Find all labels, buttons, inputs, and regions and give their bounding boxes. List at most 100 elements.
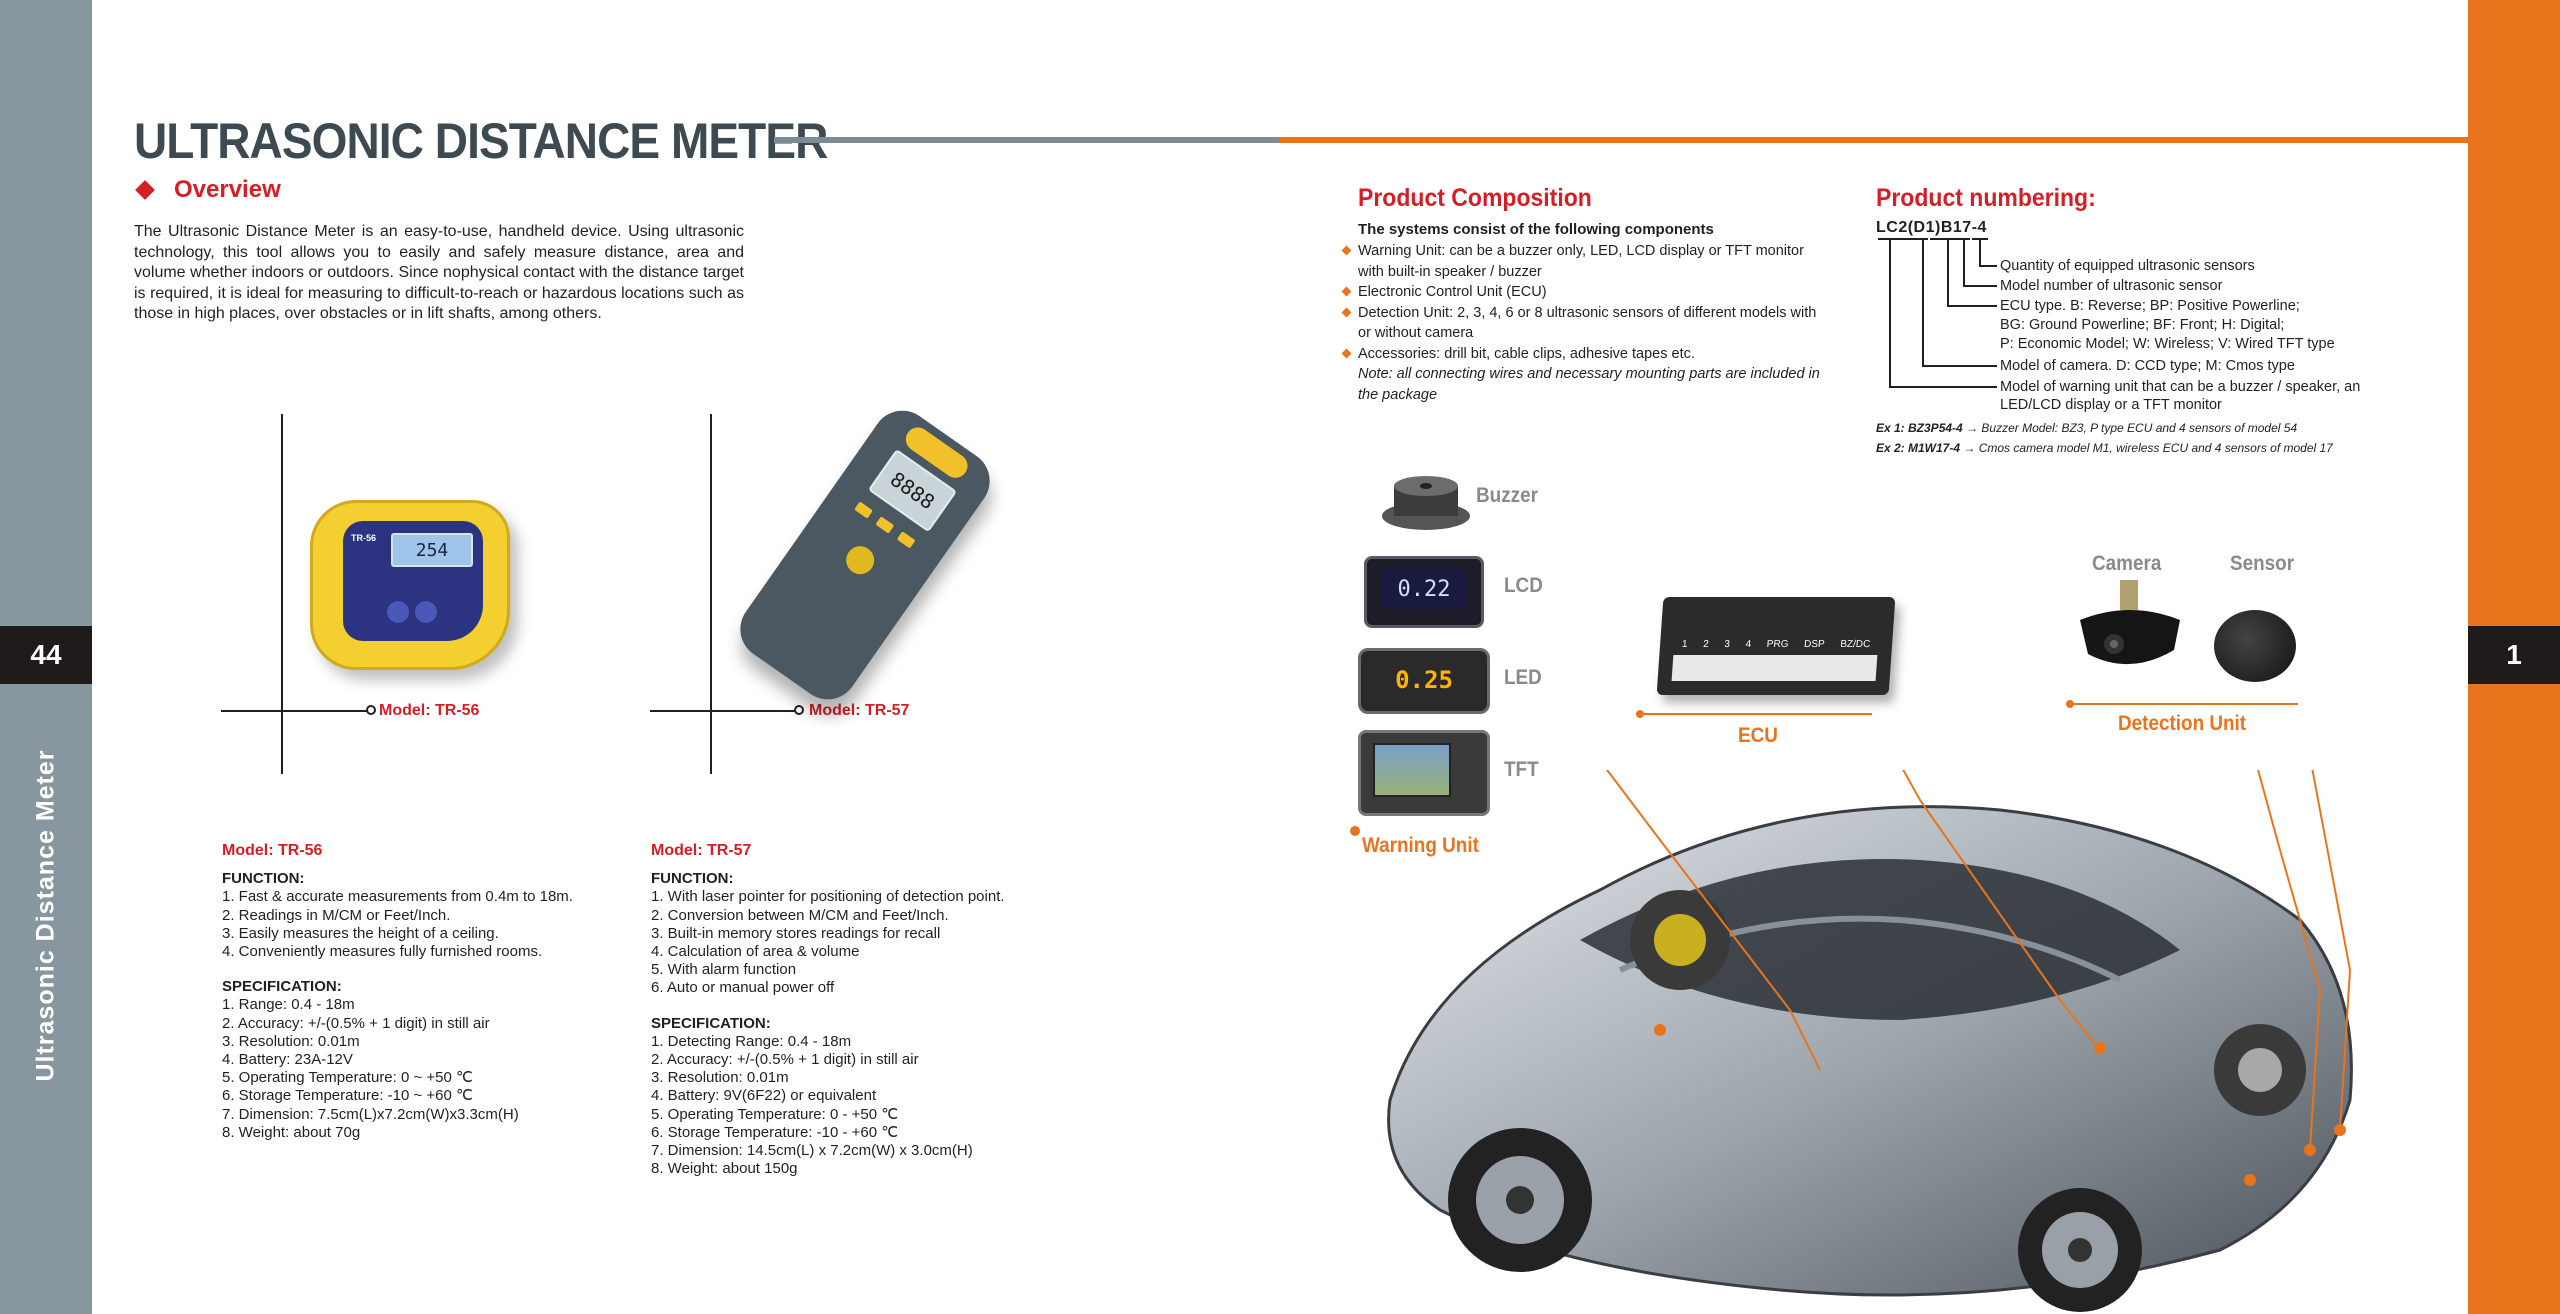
camera-label: Camera [2092,552,2162,575]
pn-connector [1922,238,1924,366]
ecu-leader-line [1642,713,1872,715]
detection-unit-label: Detection Unit [2118,712,2247,735]
buzzer-image [1382,476,1470,530]
list-item: Detection Unit: 2, 3, 4, 6 or 8 ultrason… [1340,303,1830,344]
page-title: ULTRASONIC DISTANCE METER [134,113,828,169]
list-item: Accessories: drill bit, cable clips, adh… [1340,344,1830,365]
arrow-right-icon: → [1966,421,1979,435]
tft-label: TFT [1504,758,1539,781]
pn-bracket [1896,238,1928,240]
ecu-port-label: BZ/DC [1839,639,1871,650]
tr56-device-label: TR-56 [351,533,377,543]
product-numbering-title: Product numbering: [1876,184,2096,212]
led-display-image: 0.25 [1358,648,1490,714]
ecu-port-label: PRG [1766,639,1789,650]
diamond-bullet-icon [135,180,155,200]
ecu-port-label: 4 [1745,639,1752,650]
pn-item: BG: Ground Powerline; BF: Front; H: Digi… [2000,317,2285,333]
warning-unit-dot [1350,826,1360,836]
pn-connector [1922,365,1997,367]
tr57-device-body: 8888 [728,398,1002,712]
tr56-axis-vertical [281,414,283,774]
tr57-round-button [840,540,880,580]
example-code: Ex 2: M1W17-4 [1876,441,1961,455]
pn-item: Model number of ultrasonic sensor [2000,278,2223,294]
tr56-leader-dot [366,705,376,715]
overview-heading: Overview [134,176,281,204]
sensor-label: Sensor [2230,552,2295,575]
list-item: 2. Readings in M/CM or Feet/Inch. [222,906,451,924]
side-title-text: Ultrasonic Distance Meter [31,748,60,1082]
pn-connector [1963,285,1997,287]
product-composition-title: Product Composition [1358,184,1592,212]
lcd-label: LCD [1504,574,1543,597]
list-item: 6. Auto or manual power off [651,979,835,997]
ecu-port-label: 3 [1723,639,1731,650]
warning-unit-label: Warning Unit [1362,834,1479,857]
diamond-bullet-icon [1340,282,1358,303]
tr56-device-display: 254 [391,533,473,567]
list-item: 5. With alarm function [651,961,797,979]
list-item: 7. Dimension: 14.5cm(L) x 7.2cm(W) x 3.0… [651,1142,973,1160]
tr56-device-body: TR-56 254 [310,500,510,670]
composition-note: Note: all connecting wires and necessary… [1358,366,1820,403]
list-item: 3. Easily measures the height of a ceili… [222,924,499,942]
list-item: 6. Storage Temperature: -10 - +60 ℃ [651,1123,899,1141]
ecu-port-label: DSP [1803,639,1825,650]
list-item: 8. Weight: about 70g [222,1123,361,1141]
overview-heading-text: Overview [174,176,281,203]
tr56-device-face: TR-56 254 [343,521,483,641]
list-item: 6. Storage Temperature: -10 ~ +60 ℃ [222,1087,473,1105]
list-item: 5. Operating Temperature: 0 ~ +50 ℃ [222,1069,473,1087]
car-cutaway-image [1387,770,2353,1312]
title-rule-gray [774,137,1279,143]
sensor-image [2214,610,2296,682]
list-item: 3. Resolution: 0.01m [651,1069,789,1087]
tr57-spec-heading: SPECIFICATION: [651,1014,771,1032]
product-numbering-code: LC2(D1)B17-4 [1876,219,1987,236]
pn-item: P: Economic Model; W: Wireless; V: Wired… [2000,336,2335,352]
ecu-port-label: 2 [1702,639,1710,650]
ecu-label: ECU [1738,724,1778,747]
tr57-key [896,531,916,549]
list-item: 2. Accuracy: +/-(0.5% + 1 digit) in stil… [222,1014,490,1032]
pn-connector [1889,386,1997,388]
pn-bracket [1878,238,1896,240]
detection-unit-dot [2066,700,2074,708]
list-item: 1. Range: 0.4 - 18m [222,996,355,1014]
tr56-leader-line [281,710,369,712]
list-item: 4. Battery: 9V(6F22) or equivalent [651,1087,877,1105]
tr56-unit-button [387,601,409,623]
tr57-spec-block: Model: TR-57 FUNCTION: 1. With laser poi… [651,842,1005,1178]
pn-connector [1889,238,1891,387]
detection-unit-leader-line [2072,703,2298,705]
list-item: 4. Conveniently measures fully furnished… [222,943,543,961]
ecu-port-labels: 1 2 3 4 PRG DSP BZ/DC [1674,639,1879,650]
pn-connector [1979,238,1981,266]
tr57-axis-horizontal [650,710,796,712]
ecu-port-label: 1 [1681,639,1688,650]
list-item: 1. With laser pointer for positioning of… [651,888,1005,906]
tr56-function-heading: FUNCTION: [222,870,305,888]
overview-text: The Ultrasonic Distance Meter is an easy… [134,223,744,322]
diamond-bullet-icon [1340,344,1358,365]
pn-connector [1963,238,1965,286]
tft-screen [1373,743,1451,797]
pn-connector [1979,265,1997,267]
numbering-example-1: Ex 1: BZ3P54-4 → Buzzer Model: BZ3, P ty… [1876,421,2297,435]
arrow-right-icon: → [1963,441,1976,455]
example-desc: Cmos camera model M1, wireless ECU and 4… [1978,441,2333,455]
tr57-leader-dot [794,705,804,715]
numbering-example-2: Ex 2: M1W17-4 → Cmos camera model M1, wi… [1876,441,2333,455]
tr57-device-image: 8888 [720,398,1020,712]
pn-connector [1947,305,1997,307]
tr57-spec-model: Model: TR-57 [651,842,752,859]
tr56-device-image: TR-56 254 [310,500,510,670]
pn-item: LED/LCD display or a TFT monitor [2000,397,2222,413]
pn-item: Quantity of equipped ultrasonic sensors [2000,258,2255,274]
left-page-number: 44 [0,626,92,684]
led-screen: 0.25 [1395,666,1453,694]
pn-bracket [1930,238,1970,240]
diamond-bullet-icon [1340,303,1358,344]
product-composition-list: Warning Unit: can be a buzzer only, LED,… [1340,241,1830,405]
